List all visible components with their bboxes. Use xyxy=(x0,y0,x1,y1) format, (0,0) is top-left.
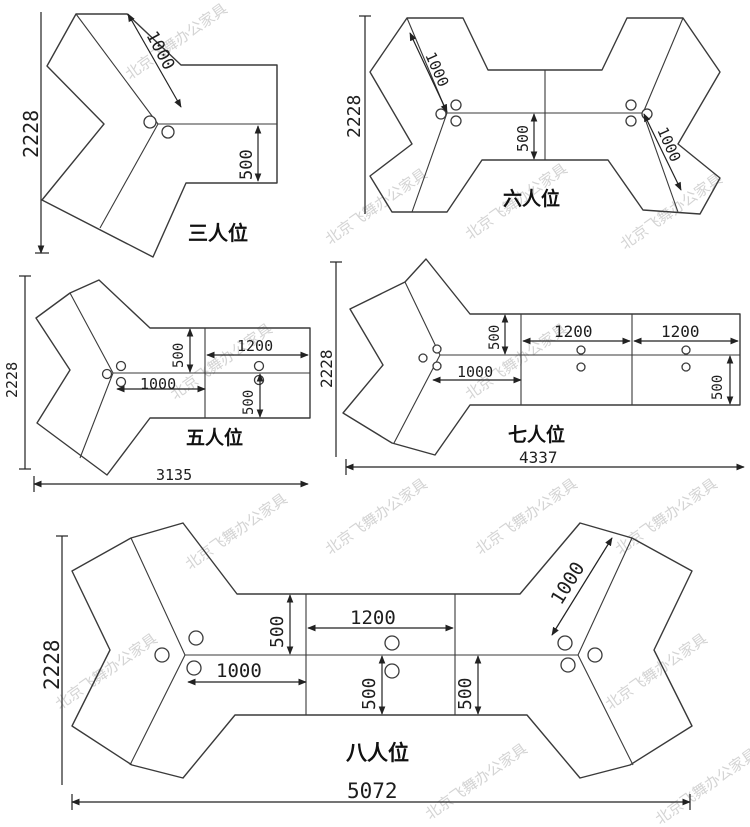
cable-grommet xyxy=(154,647,170,663)
cable-grommet xyxy=(253,360,265,372)
dim-label-depth: 1000 xyxy=(421,49,452,89)
dim-label-module: 500 xyxy=(267,615,288,648)
layout-seven-seat: 2228 500 1200 1200 1000 500 4337 七人位 xyxy=(317,258,745,475)
dim-line-depth xyxy=(551,537,613,636)
dim-label-depth: 1000 xyxy=(216,660,262,682)
cable-grommet xyxy=(186,660,202,676)
cable-grommet xyxy=(450,115,462,127)
divider xyxy=(69,292,114,374)
cable-grommet xyxy=(188,630,204,646)
dim-line-depth xyxy=(643,113,682,191)
dim-label-height: 2228 xyxy=(40,639,64,690)
cable-grommet xyxy=(560,657,576,673)
cable-grommet xyxy=(576,362,586,372)
watermark: 北京飞舞办公家具 xyxy=(322,475,431,559)
cable-grommet xyxy=(576,345,586,355)
cable-grommet xyxy=(432,344,442,354)
cable-grommet xyxy=(418,353,428,363)
dim-label-depth: 1000 xyxy=(653,124,684,164)
dim-label-width: 4337 xyxy=(519,448,558,467)
cable-grommet xyxy=(641,108,653,120)
desk-outline xyxy=(35,279,311,476)
layout-title: 五人位 xyxy=(186,426,243,449)
dim-label-length: 1200 xyxy=(237,337,273,355)
cable-grommet xyxy=(101,368,113,380)
desk-outline xyxy=(369,17,721,215)
cable-grommet xyxy=(625,99,637,111)
divider xyxy=(99,123,159,229)
cable-grommet xyxy=(450,99,462,111)
layout-eight-seat: 2228 500 1200 1000 500 500 1000 5072 八人位 xyxy=(40,522,693,810)
cable-grommet xyxy=(115,376,127,388)
divider xyxy=(79,372,114,459)
dim-label-width: 5072 xyxy=(347,779,398,803)
watermark: 北京飞舞办公家具 xyxy=(182,490,291,574)
dim-label-module: 500 xyxy=(171,343,187,368)
dim-label-depth: 1000 xyxy=(457,363,493,381)
dim-line-depth xyxy=(409,32,448,113)
dim-label-module: 500 xyxy=(359,677,380,710)
dim-label-height: 2228 xyxy=(344,95,365,138)
dim-label-module: 500 xyxy=(487,325,503,350)
dim-label-module: 500 xyxy=(455,677,476,710)
layout-three-seat: 2228 1000 500 三人位 xyxy=(19,12,278,258)
divider xyxy=(577,537,633,656)
layout-title: 七人位 xyxy=(508,423,565,446)
divider xyxy=(129,654,186,766)
watermark: 北京飞舞办公家具 xyxy=(472,475,581,559)
watermark: 北京飞舞办公家具 xyxy=(122,0,231,83)
divider xyxy=(393,354,441,444)
cable-grommet xyxy=(681,345,691,355)
watermark: 北京飞舞办公家具 xyxy=(602,630,711,714)
dim-label-height: 2228 xyxy=(3,362,21,398)
dim-label-height: 2228 xyxy=(19,110,43,158)
dim-label-module: 500 xyxy=(237,149,257,180)
cable-grommet xyxy=(115,360,127,372)
cable-grommet xyxy=(384,663,400,679)
cable-grommet xyxy=(557,635,573,651)
desk-outline xyxy=(71,522,693,779)
divider xyxy=(642,17,684,114)
dim-label-module: 500 xyxy=(241,390,257,415)
dim-label-width: 3135 xyxy=(156,466,192,484)
cable-grommet xyxy=(161,125,175,139)
dim-label-module: 500 xyxy=(514,125,532,152)
desk-outline xyxy=(342,258,741,456)
cable-grommet xyxy=(432,361,442,371)
cable-grommet xyxy=(384,635,400,651)
layout-five-seat: 2228 1200 1000 500 500 3135 五人位 xyxy=(3,275,311,492)
dim-label-length: 1200 xyxy=(554,322,593,341)
cable-grommet xyxy=(681,362,691,372)
cable-grommet xyxy=(435,108,447,120)
dim-line-depth xyxy=(127,13,182,108)
dim-label-depth: 1000 xyxy=(547,558,590,608)
divider xyxy=(577,654,634,766)
cable-grommet xyxy=(143,115,157,129)
dim-label-height: 2228 xyxy=(317,349,336,388)
cable-grommet xyxy=(625,115,637,127)
dim-label-module: 500 xyxy=(710,375,726,400)
watermark: 北京飞舞办公家具 xyxy=(422,740,531,824)
layout-title: 八人位 xyxy=(346,741,409,765)
layout-six-seat: 2228 1000 500 1000 六人位 xyxy=(344,15,721,215)
divider xyxy=(130,537,186,656)
dim-label-length: 1200 xyxy=(350,607,396,629)
dim-label-length: 1200 xyxy=(661,322,700,341)
cable-grommet xyxy=(587,647,603,663)
watermark: 北京飞舞办公家具 xyxy=(652,745,750,827)
layout-title: 六人位 xyxy=(503,187,560,210)
divider xyxy=(411,112,448,213)
layout-title: 三人位 xyxy=(188,221,248,245)
cable-grommet xyxy=(253,374,265,386)
dim-label-depth: 1000 xyxy=(140,375,176,393)
divider xyxy=(404,281,441,356)
